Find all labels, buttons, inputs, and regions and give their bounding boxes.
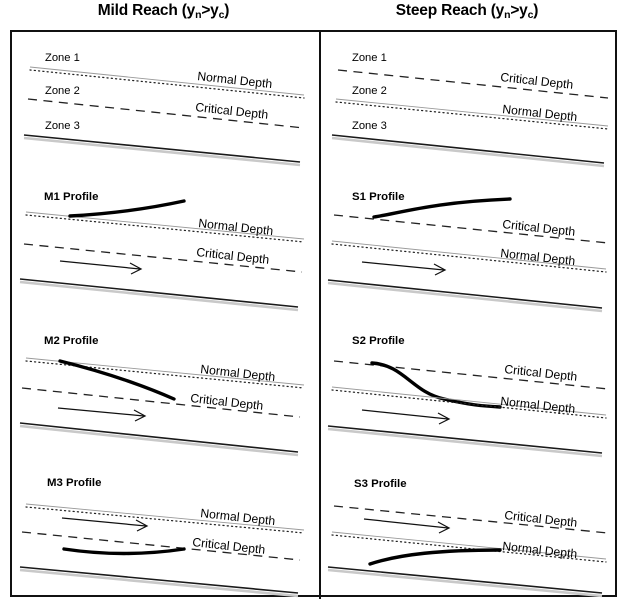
panel-m1: M1 Profile Normal Depth Critical Depth: [19, 191, 305, 312]
s3-profile-label: S3 Profile: [354, 478, 407, 490]
critical-depth-line-m3: [21, 531, 301, 561]
bed-shadow-m3: [19, 568, 299, 598]
channel-bed-s2: [327, 425, 603, 454]
s3-water-surface-curve: [368, 548, 502, 566]
normal-depth-label-s3: Normal Depth: [502, 539, 578, 561]
normal-guide-mild-zones: [29, 66, 305, 96]
channel-bed-s1: [327, 279, 603, 309]
bed-shadow-mild-zones: [23, 136, 301, 167]
column-title-mild-text: Mild Reach (y: [97, 2, 196, 19]
normal-depth-label-steep-zones: Normal Depth: [502, 102, 578, 124]
zone1-label-steep: Zone 1: [352, 52, 387, 64]
flow-arrow-m2: [57, 407, 147, 422]
column-title-mild-mid: >y: [201, 2, 219, 19]
normal-guide-s1: [331, 240, 607, 270]
column-title-steep-sub-n: n: [504, 8, 511, 21]
bed-shadow-m2: [19, 424, 299, 457]
diagram-frame: Zone 1 Normal Depth Zone 2 Critical Dept…: [10, 30, 617, 599]
m1-profile-label: M1 Profile: [44, 191, 98, 203]
panel-s1: S1 Profile Critical Depth Normal Depth: [327, 191, 609, 313]
flow-arrow-s2: [361, 409, 451, 425]
critical-depth-label-s2: Critical Depth: [504, 362, 578, 384]
flow-arrow-s3: [363, 518, 451, 534]
column-title-mild-sub-c: c: [218, 8, 225, 21]
critical-depth-label-steep-zones: Critical Depth: [500, 70, 574, 92]
flow-arrow-s1: [361, 261, 447, 276]
column-divider: [319, 32, 321, 599]
s1-profile-label: S1 Profile: [352, 191, 405, 203]
column-title-mild-sub-n: n: [195, 8, 202, 21]
normal-depth-label-s2: Normal Depth: [500, 394, 576, 416]
zone3-label-steep: Zone 3: [352, 120, 387, 132]
m2-profile-label: M2 Profile: [44, 335, 98, 347]
normal-depth-line-m3: [25, 506, 305, 534]
channel-bed-m1: [19, 278, 299, 308]
normal-depth-line-s1: [331, 243, 607, 273]
m2-water-surface-curve: [58, 359, 176, 401]
s1-water-surface-curve: [372, 197, 512, 219]
channel-bed-m3: [19, 566, 299, 594]
bed-shadow-s3: [327, 568, 603, 598]
normal-depth-line-mild-zones: [29, 69, 305, 99]
channel-bed-m2: [19, 422, 299, 453]
zone2-label-mild: Zone 2: [45, 85, 80, 97]
flow-arrow-m3: [61, 517, 149, 532]
bed-shadow-s2: [327, 427, 603, 458]
panel-s3: S3 Profile Critical Depth Normal Depth: [327, 478, 609, 598]
normal-depth-line-m1: [25, 214, 305, 243]
normal-guide-s3: [331, 531, 607, 560]
bed-shadow-steep-zones: [331, 136, 605, 168]
zone3-label-mild: Zone 3: [45, 120, 80, 132]
critical-depth-label-m1: Critical Depth: [196, 245, 270, 267]
normal-depth-line-s3: [331, 534, 607, 563]
zone1-label-mild: Zone 1: [45, 52, 80, 64]
normal-guide-m3: [25, 503, 305, 531]
column-title-steep-sub-c: c: [527, 8, 534, 21]
normal-guide-s2: [331, 386, 607, 416]
bed-shadow-s1: [327, 281, 603, 313]
panel-steep-zones: Zone 1 Critical Depth Zone 2 Normal Dept…: [331, 52, 609, 168]
column-title-steep-end: ): [533, 2, 539, 19]
normal-guide-steep-zones: [335, 98, 609, 127]
bed-shadow-m1: [19, 280, 299, 312]
s2-profile-label: S2 Profile: [352, 335, 405, 347]
flow-arrow-m1: [59, 260, 143, 275]
normal-depth-line-m2: [25, 360, 305, 389]
panel-m2: M2 Profile Normal Depth Critical Depth: [19, 335, 305, 457]
column-title-steep: Steep Reach (yn>yc): [317, 2, 617, 21]
zone2-label-steep: Zone 2: [352, 85, 387, 97]
channel-bed-s3: [327, 566, 603, 594]
m3-water-surface-curve: [62, 547, 186, 556]
panel-s2: S2 Profile Critical Depth Normal Depth: [327, 335, 609, 458]
critical-depth-line-m1: [23, 243, 303, 273]
panel-m3: M3 Profile Normal Depth Critical Depth: [19, 477, 305, 598]
column-title-mild: Mild Reach (yn>yc): [10, 2, 317, 21]
column-title-mild-end: ): [224, 2, 230, 19]
critical-depth-line-m2: [21, 387, 301, 418]
m3-profile-label: M3 Profile: [47, 477, 101, 489]
channel-bed-steep-zones: [331, 134, 605, 164]
m1-water-surface-curve: [68, 199, 186, 218]
column-title-steep-text: Steep Reach (y: [395, 2, 505, 19]
column-title-steep-mid: >y: [510, 2, 528, 19]
critical-depth-label-m3: Critical Depth: [192, 535, 266, 557]
critical-depth-label-mild-zones: Critical Depth: [195, 100, 269, 122]
normal-depth-line-s2: [331, 389, 607, 419]
normal-depth-line-steep-zones: [335, 101, 609, 130]
normal-depth-label-m2: Normal Depth: [200, 362, 276, 384]
channel-bed-mild-zones: [23, 134, 301, 163]
panel-mild-zones: Zone 1 Normal Depth Zone 2 Critical Dept…: [23, 52, 305, 167]
